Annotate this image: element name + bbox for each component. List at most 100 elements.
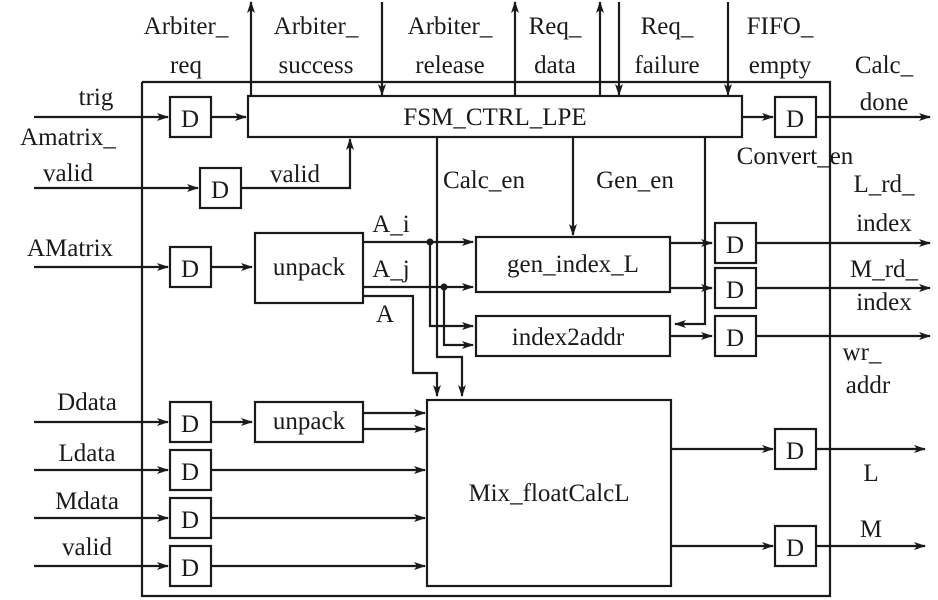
svg-text:valid: valid xyxy=(43,160,93,187)
output-calc-done: Calc_ done xyxy=(816,52,931,121)
svg-text:Gen_en: Gen_en xyxy=(596,167,674,194)
svg-text:release: release xyxy=(415,52,484,79)
svg-text:wr_: wr_ xyxy=(843,339,882,366)
svg-text:L_rd_: L_rd_ xyxy=(853,171,915,198)
mix-floatcalcl-block: Mix_floatCalcL xyxy=(425,398,673,588)
dff-calc-done: D xyxy=(773,95,818,139)
output-m: M xyxy=(816,516,926,550)
output-m-rd-index: M_rd_ index xyxy=(756,256,931,316)
wire-a-j: A_j xyxy=(363,256,474,349)
dff-l: D xyxy=(773,427,818,471)
fsm-label: FSM_CTRL_LPE xyxy=(403,104,586,131)
top-signal-req-failure: Req_ failure xyxy=(615,2,700,96)
svg-text:A: A xyxy=(376,301,394,328)
svg-text:Arbiter_: Arbiter_ xyxy=(144,13,229,40)
wire-a: A xyxy=(363,294,441,397)
input-valid: valid xyxy=(34,534,169,570)
dff-m: D xyxy=(773,524,818,568)
svg-text:gen_index_L: gen_index_L xyxy=(507,251,639,278)
top-signal-req-data: Req_ data xyxy=(529,1,604,96)
svg-text:A_j: A_j xyxy=(372,256,410,283)
output-l-rd-index: L_rd_ index xyxy=(756,171,931,247)
svg-text:done: done xyxy=(860,89,909,116)
svg-text:D: D xyxy=(181,459,199,486)
svg-text:index: index xyxy=(856,289,912,316)
dff-m-rd-index: D xyxy=(713,266,758,310)
svg-text:Ldata: Ldata xyxy=(59,440,116,467)
top-signal-fifo-empty: FIFO_ empty xyxy=(724,2,814,96)
svg-text:M: M xyxy=(860,516,882,543)
input-amatrix-valid: Amatrix_ valid xyxy=(20,124,199,192)
svg-text:D: D xyxy=(726,325,744,352)
svg-text:D: D xyxy=(181,411,199,438)
top-signal-arbiter-release: Arbiter_ release xyxy=(408,1,519,96)
svg-text:trig: trig xyxy=(79,84,114,111)
fsm-ctrl-lpe-block: FSM_CTRL_LPE xyxy=(246,94,744,139)
wire-a-i: A_i xyxy=(363,211,474,330)
svg-text:valid: valid xyxy=(62,534,112,561)
svg-text:Arbiter_: Arbiter_ xyxy=(408,13,493,40)
wire-valid-to-fsm: valid xyxy=(241,138,354,190)
svg-text:M_rd_: M_rd_ xyxy=(850,256,919,283)
svg-text:valid: valid xyxy=(270,161,320,188)
svg-text:empty: empty xyxy=(749,52,812,79)
gen-index-l-block: gen_index_L xyxy=(474,235,672,294)
dff-amatrix: D xyxy=(168,245,213,289)
svg-text:D: D xyxy=(211,177,229,204)
svg-text:failure: failure xyxy=(634,52,699,79)
svg-text:Req_: Req_ xyxy=(641,13,694,40)
top-signal-arbiter-req: Arbiter_ req xyxy=(144,1,255,96)
input-trig: trig xyxy=(34,84,169,121)
svg-text:addr: addr xyxy=(846,372,891,399)
svg-text:D: D xyxy=(726,232,744,259)
svg-text:unpack: unpack xyxy=(273,254,346,281)
svg-text:D: D xyxy=(786,106,804,133)
dff-mdata: D xyxy=(168,496,213,540)
svg-text:Mix_floatCalcL: Mix_floatCalcL xyxy=(468,480,629,507)
svg-text:D: D xyxy=(786,438,804,465)
input-ddata: Ddata xyxy=(34,389,169,426)
svg-text:D: D xyxy=(181,256,199,283)
svg-text:D: D xyxy=(726,277,744,304)
svg-text:index: index xyxy=(856,210,912,237)
unpack-d-block: unpack xyxy=(253,400,365,444)
unpack-a-block: unpack xyxy=(253,231,365,305)
svg-text:D: D xyxy=(181,555,199,582)
dff-ldata: D xyxy=(168,448,213,492)
svg-text:Ddata: Ddata xyxy=(57,389,117,416)
svg-text:D: D xyxy=(786,535,804,562)
svg-text:Calc_: Calc_ xyxy=(855,52,914,79)
svg-text:data: data xyxy=(534,52,576,79)
svg-text:Arbiter_: Arbiter_ xyxy=(274,13,359,40)
svg-text:Calc_en: Calc_en xyxy=(443,167,525,194)
wire-calc-en: Calc_en xyxy=(435,137,525,397)
output-wr-addr: wr_ addr xyxy=(756,332,931,399)
svg-text:L: L xyxy=(863,460,878,487)
svg-text:Req_: Req_ xyxy=(529,13,582,40)
input-mdata: Mdata xyxy=(34,488,169,522)
dff-l-rd-index: D xyxy=(713,221,758,265)
output-l: L xyxy=(816,445,926,487)
svg-text:success: success xyxy=(279,52,354,79)
svg-text:req: req xyxy=(170,52,202,79)
svg-text:unpack: unpack xyxy=(273,408,346,435)
svg-text:A_i: A_i xyxy=(372,211,410,238)
svg-text:index2addr: index2addr xyxy=(512,324,625,351)
svg-text:Amatrix_: Amatrix_ xyxy=(20,124,116,151)
svg-text:Mdata: Mdata xyxy=(55,488,119,515)
dff-amatrix-valid: D xyxy=(198,166,243,210)
wire-convert-en: Convert_en xyxy=(674,137,854,328)
svg-text:AMatrix: AMatrix xyxy=(27,235,114,262)
svg-text:D: D xyxy=(181,507,199,534)
dff-wr-addr: D xyxy=(713,314,758,358)
input-ldata: Ldata xyxy=(34,440,169,474)
dff-trig: D xyxy=(168,95,213,139)
input-amatrix: AMatrix xyxy=(27,235,169,271)
dff-valid: D xyxy=(168,544,213,588)
svg-text:D: D xyxy=(181,106,199,133)
dff-ddata: D xyxy=(168,400,213,444)
wire-gen-en: Gen_en xyxy=(569,137,674,236)
svg-text:FIFO_: FIFO_ xyxy=(747,13,814,40)
svg-text:Convert_en: Convert_en xyxy=(737,143,854,170)
